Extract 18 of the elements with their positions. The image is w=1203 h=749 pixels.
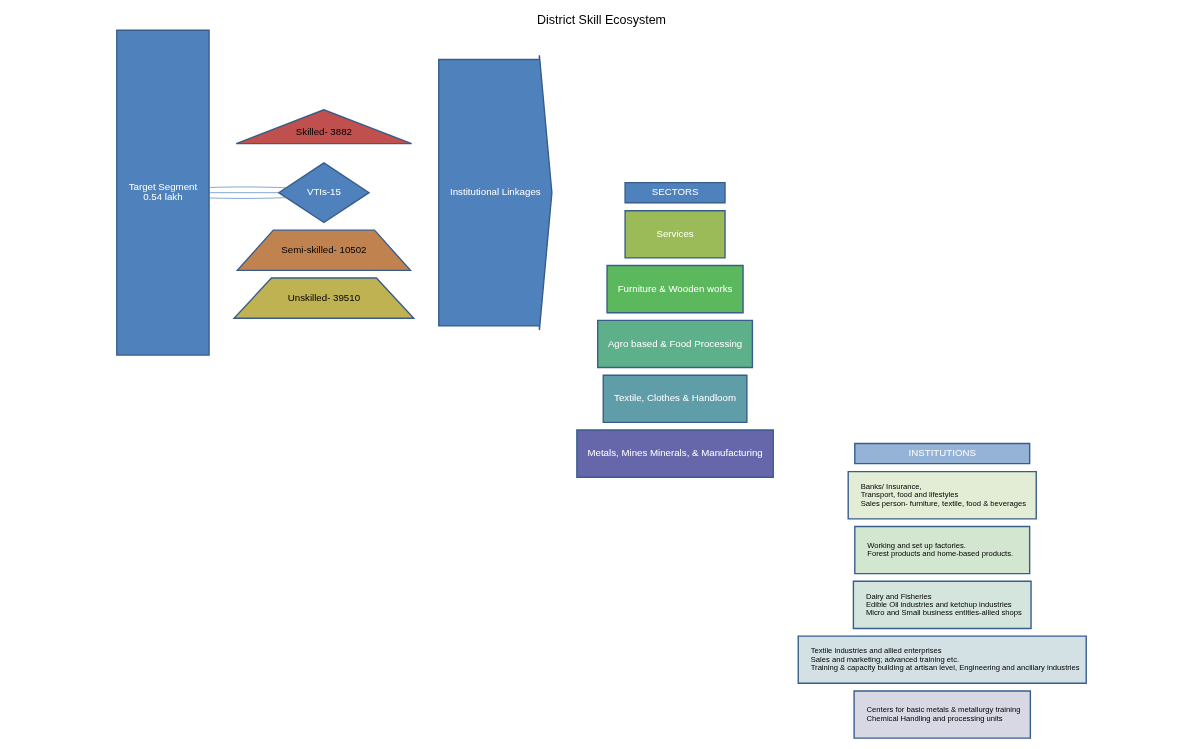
- node-box: Metals, Mines Minerals, & Manufacturing: [576, 429, 774, 478]
- node-box: Centers for basic metals & metallurgy training Chemical Handling and processing units: [853, 690, 1032, 739]
- node-box: Working and set up factories. Forest products and home-based products.: [854, 525, 1031, 575]
- node-box: INSTITUTIONS: [854, 442, 1031, 465]
- node-box: Banks/ Insurance, Transport, food and lifestyles Sales person- furniture, textile, food & beverages: [847, 470, 1037, 520]
- node-box: Target Segment 0.54 lakh: [116, 29, 210, 356]
- connector: [208, 186, 287, 189]
- connector: [208, 197, 287, 199]
- node-box: Agro based & Food Processing: [597, 319, 754, 369]
- connector: [208, 192, 280, 194]
- node-diamond: VTIs-15: [277, 162, 371, 224]
- node-box: Textile, Clothes & Handloom: [602, 374, 748, 424]
- diagram-title: District Skill Ecosystem: [536, 12, 667, 27]
- node-box: Services: [624, 210, 726, 259]
- node-box: SECTORS: [624, 181, 726, 204]
- node-box: Furniture & Wooden works: [606, 264, 744, 314]
- node-box: Dairy and Fisheries Edible Oil industries and ketchup industries Micro and Small business entities-allied shops: [852, 580, 1032, 630]
- node-box: Textile industries and allied enterprises Sales and marketing; advanced training etc. Training & capacity building at artisan level, Engineering and ancillary industries: [797, 635, 1087, 684]
